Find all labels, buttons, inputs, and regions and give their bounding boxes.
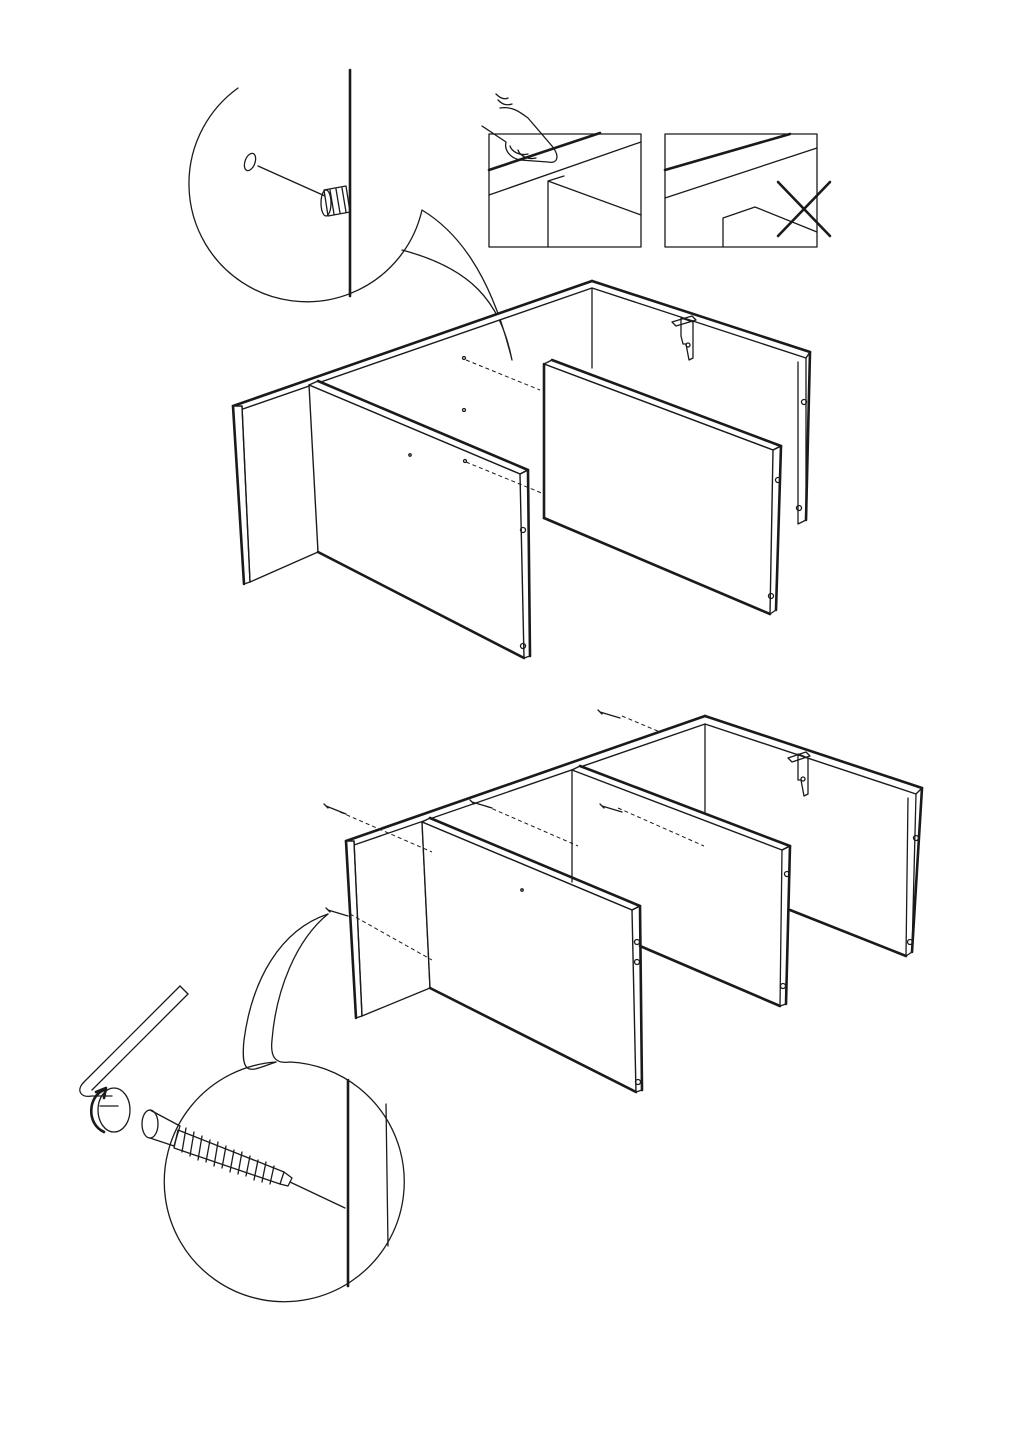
incorrect-joint-box <box>663 132 832 248</box>
rotate-arrow-icon <box>90 1086 108 1134</box>
wooden-dowel-icon <box>320 185 351 217</box>
screw-detail-callout <box>141 913 405 1303</box>
hand-press-icon <box>481 93 558 163</box>
step5-cabinet <box>323 709 924 1094</box>
correct-joint-box <box>481 93 642 248</box>
dowel-detail-callout <box>188 68 513 361</box>
step4-cabinet <box>231 279 812 660</box>
allen-key-icon <box>79 985 189 1133</box>
wall-bracket-icon <box>671 315 697 361</box>
screw-icon <box>141 1109 293 1187</box>
wall-bracket-icon <box>787 751 811 797</box>
x-mark-icon <box>776 180 832 238</box>
screw-icon <box>323 709 623 917</box>
